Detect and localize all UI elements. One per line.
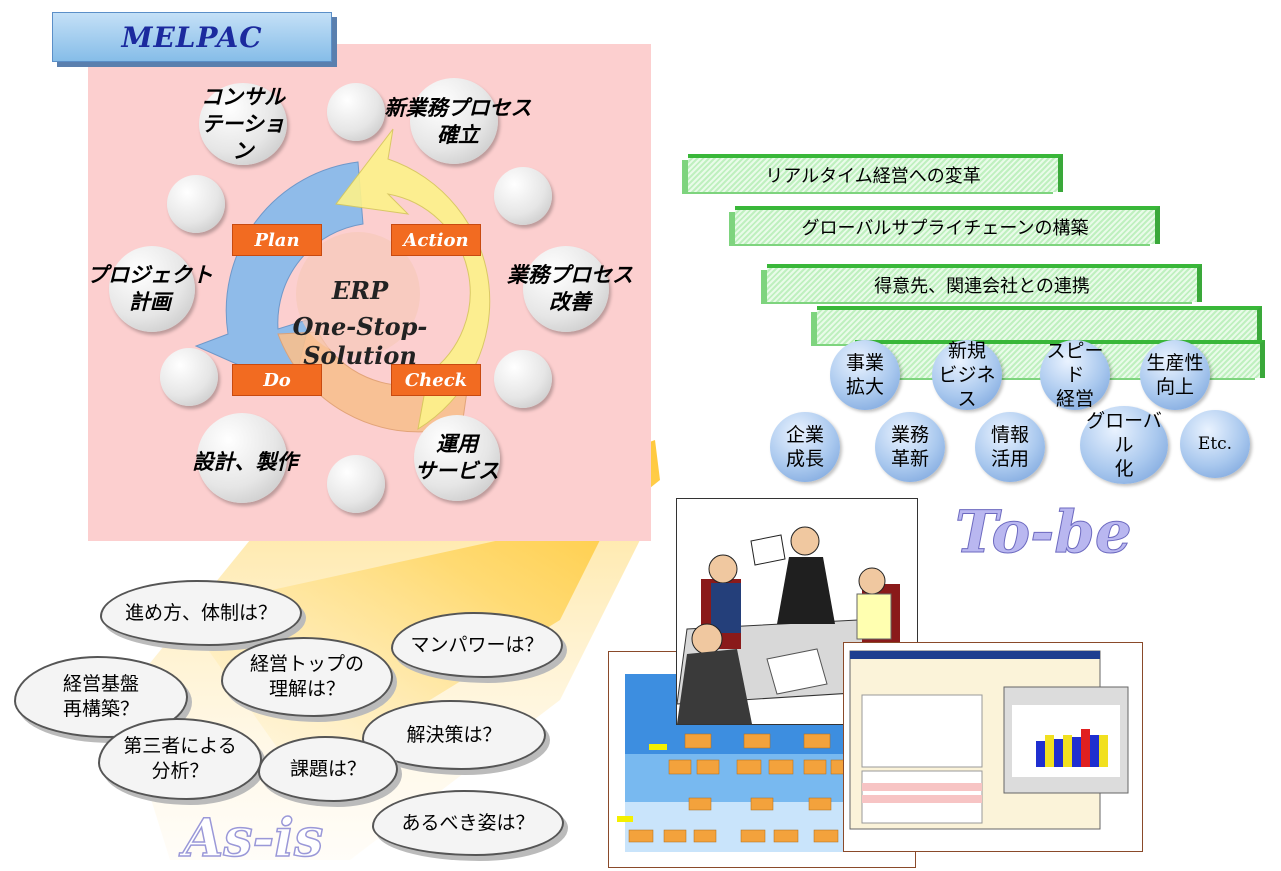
phase-plan: Plan bbox=[232, 224, 322, 256]
center-disc bbox=[296, 232, 420, 356]
cloud-ideal: あるべき姿は？ bbox=[372, 790, 564, 856]
banner-empty-1 bbox=[817, 306, 1262, 344]
bubble-information-use: 情報 活用 bbox=[975, 412, 1045, 482]
phase-action: Action bbox=[391, 224, 481, 256]
check-arc bbox=[335, 128, 491, 431]
cloud-third-party: 第三者による 分析？ bbox=[98, 718, 262, 800]
circle-new-process bbox=[410, 78, 498, 164]
as-is-label: As-is bbox=[182, 807, 324, 870]
phase-do: Do bbox=[232, 364, 322, 396]
bubble-globalization: グローバル 化 bbox=[1080, 406, 1168, 484]
bubble-business-innovation: 業務 革新 bbox=[875, 412, 945, 482]
circle-consulting: コンサル テーション bbox=[199, 83, 287, 165]
phase-check: Check bbox=[391, 364, 481, 396]
dashboard-screenshot bbox=[849, 650, 1129, 830]
banner-realtime: リアルタイム経営への変革 bbox=[688, 154, 1063, 192]
circle-empty-5 bbox=[494, 350, 552, 408]
circle-project-plan bbox=[109, 246, 195, 332]
melpac-title: MELPAC bbox=[52, 12, 332, 62]
bubble-etc: Etc. bbox=[1180, 410, 1250, 478]
circle-process-improve bbox=[523, 246, 609, 332]
dashboard-mini-bars bbox=[1036, 729, 1108, 767]
circle-operation: 運用 サービス bbox=[414, 415, 500, 501]
bubble-corporate-growth: 企業 成長 bbox=[770, 412, 840, 482]
cloud-manpower: マンパワーは？ bbox=[391, 612, 563, 678]
dashboard-frame bbox=[843, 642, 1143, 852]
banner-partner-link: 得意先、関連会社との連携 bbox=[767, 264, 1202, 302]
cloud-issue: 課題は？ bbox=[258, 736, 398, 802]
bubble-business-expansion: 事業 拡大 bbox=[830, 340, 900, 410]
erp-label: ERP bbox=[331, 276, 389, 305]
bubble-productivity: 生産性 向上 bbox=[1140, 340, 1210, 410]
pdca-cycle bbox=[194, 128, 491, 456]
circle-empty-4 bbox=[160, 348, 218, 406]
bubble-new-business: 新規 ビジネス bbox=[932, 340, 1002, 410]
cloud-rebuild: 経営基盤 再構築？ bbox=[14, 656, 188, 738]
process-improve-label: 業務プロセス 改善 bbox=[507, 263, 633, 314]
new-process-label: 新業務プロセス 確立 bbox=[384, 96, 532, 147]
circle-empty-6 bbox=[327, 455, 385, 513]
banner-supply-chain: グローバルサプライチェーンの構築 bbox=[735, 206, 1160, 244]
cloud-top-management: 経営トップの 理解は？ bbox=[221, 637, 393, 717]
project-plan-label: プロジェクト 計画 bbox=[87, 263, 213, 314]
cloud-method: 進め方、体制は？ bbox=[100, 580, 302, 646]
circle-empty-3 bbox=[494, 167, 552, 225]
to-be-label: To-be bbox=[955, 498, 1133, 567]
circle-empty-1 bbox=[327, 83, 385, 141]
bubble-speed-management: スピード 経営 bbox=[1040, 340, 1110, 410]
circle-empty-2 bbox=[167, 175, 225, 233]
design-label: 設計、製作 bbox=[192, 450, 298, 474]
one-stop-solution-label: One-Stop-Solution bbox=[292, 312, 428, 370]
circle-design bbox=[197, 413, 287, 503]
